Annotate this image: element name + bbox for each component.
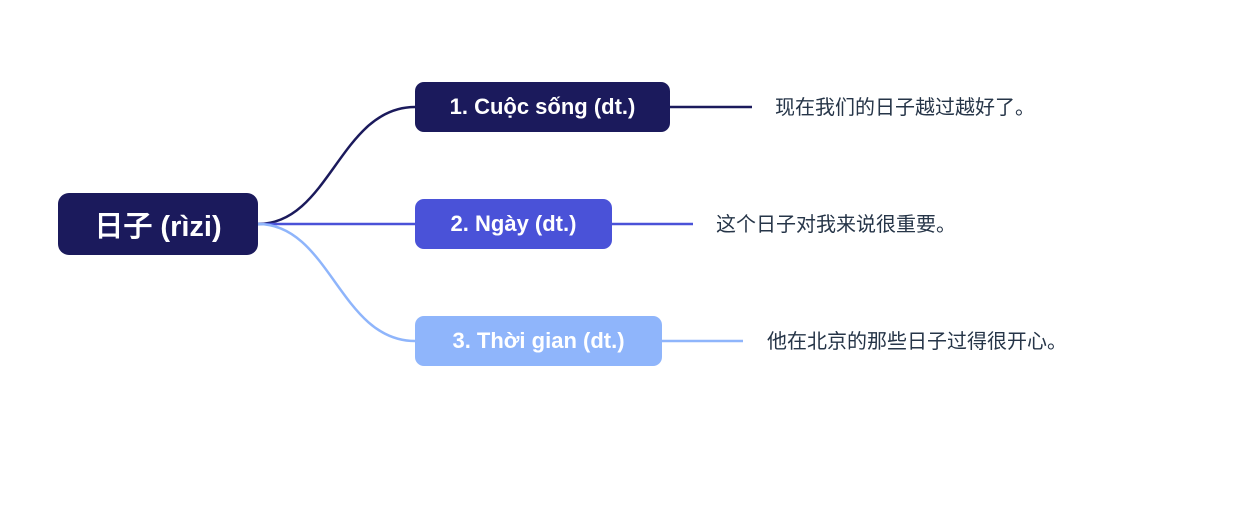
root-node[interactable]: 日子 (rìzi) — [58, 193, 258, 255]
branch-node-3[interactable]: 3. Thời gian (dt.) — [415, 316, 662, 366]
branch-node-2[interactable]: 2. Ngày (dt.) — [415, 199, 612, 249]
connector-branch-1 — [257, 105, 416, 226]
connector-branch-3 — [257, 222, 416, 343]
branch-node-1[interactable]: 1. Cuộc sống (dt.) — [415, 82, 670, 132]
example-sentence-1[interactable]: 现在我们的日子越过越好了。 — [775, 97, 1035, 119]
example-sentence-3[interactable]: 他在北京的那些日子过得很开心。 — [767, 331, 1067, 353]
example-sentence-2[interactable]: 这个日子对我来说很重要。 — [716, 214, 956, 236]
